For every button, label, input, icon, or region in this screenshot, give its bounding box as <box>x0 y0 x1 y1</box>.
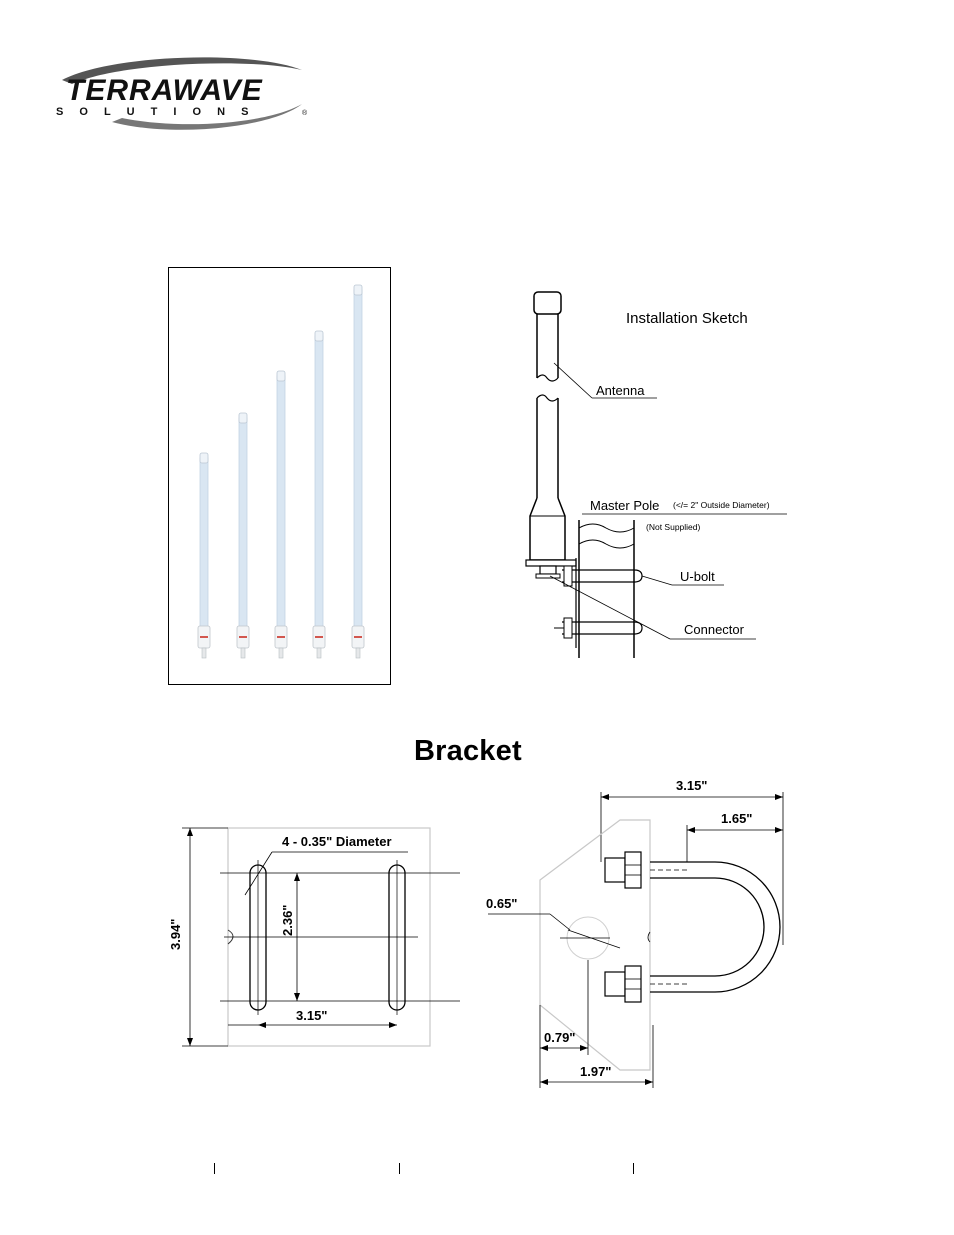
terrawave-logo: TERRAWAVE S O L U T I O N S ® <box>52 52 312 134</box>
label-u-bolt: U-bolt <box>680 569 715 584</box>
dim-hole-label: 4 - 0.35" Diameter <box>282 834 392 849</box>
dim-slot-vertical: 2.36" <box>280 905 295 936</box>
label-not-supplied: (Not Supplied) <box>646 522 701 532</box>
label-connector: Connector <box>684 622 745 637</box>
antenna-pole <box>313 331 325 658</box>
dim-height: 3.94" <box>168 919 183 950</box>
label-master-pole: Master Pole <box>590 498 659 513</box>
installation-sketch: Installation Sketch Antenna Master Pole … <box>492 258 817 678</box>
antenna-cap <box>534 292 561 314</box>
sketch-title: Installation Sketch <box>626 310 748 327</box>
logo-brand: TERRAWAVE <box>66 74 263 107</box>
antenna-pole <box>237 413 249 658</box>
antenna-pole <box>198 453 210 658</box>
antenna-pole <box>352 285 364 658</box>
antenna-pole <box>275 371 287 658</box>
bracket-title: Bracket <box>414 735 522 768</box>
footer-divider <box>214 1163 215 1174</box>
dim-side-width: 3.15" <box>676 778 707 793</box>
logo-sub: S O L U T I O N S <box>56 106 255 118</box>
dim-side-inner: 1.65" <box>721 811 752 826</box>
label-pole-spec: (</= 2" Outside Diameter) <box>673 500 770 510</box>
dim-slot-horizontal: 3.15" <box>296 1008 327 1023</box>
bracket-side-view: 3.15" 1.65" 0.65" 0.79" 1.97" <box>470 770 800 1095</box>
antenna-photo <box>168 267 391 685</box>
footer-divider <box>399 1163 400 1174</box>
dim-side-depth: 1.97" <box>580 1064 611 1079</box>
logo-reg: ® <box>302 109 308 117</box>
bracket-front-view: 3.94" 2.36" 3.15" 4 - 0.35" Diameter <box>160 800 465 1055</box>
label-antenna: Antenna <box>596 383 645 398</box>
dim-side-hole: 0.65" <box>486 896 517 911</box>
footer-divider <box>633 1163 634 1174</box>
dim-side-offset: 0.79" <box>544 1030 575 1045</box>
